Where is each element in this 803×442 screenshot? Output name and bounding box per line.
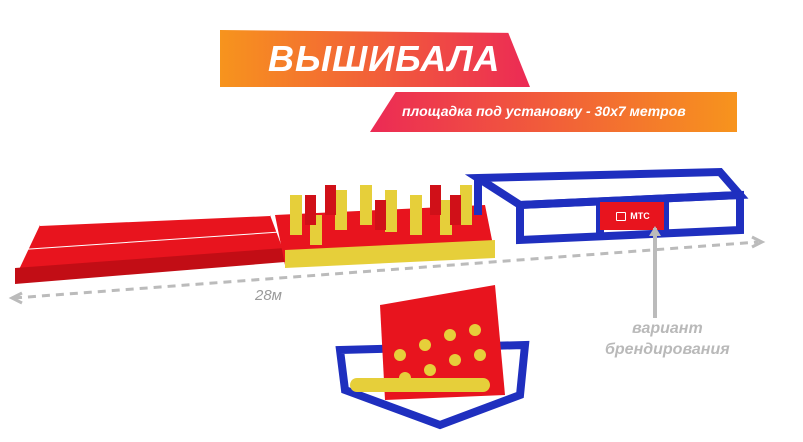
brand-logo: МТС xyxy=(603,204,663,228)
arrow-left-icon xyxy=(8,291,23,305)
length-label: 28м xyxy=(255,287,282,304)
branding-panel xyxy=(600,202,664,230)
mts-logo-icon xyxy=(616,211,627,221)
obstacle-track xyxy=(14,214,285,284)
climbing-wall-module xyxy=(335,285,530,430)
pillar-field xyxy=(275,185,495,268)
branding-note: вариант брендирования xyxy=(605,318,730,360)
subtitle-banner: площадка под установку - 30х7 метров xyxy=(370,92,737,132)
brand-logo-text: МТС xyxy=(630,211,650,221)
branding-note-line-1: вариант xyxy=(631,320,703,337)
branding-note-line-2: брендирования xyxy=(605,341,730,358)
dimension-line xyxy=(13,240,759,300)
arrow-up-icon xyxy=(649,226,661,236)
subtitle: площадка под установку - 30х7 метров xyxy=(402,103,686,119)
arrow-right-icon xyxy=(751,235,766,249)
title: ВЫШИБАЛА xyxy=(268,38,501,79)
title-banner: ВЫШИБАЛА xyxy=(220,30,530,87)
